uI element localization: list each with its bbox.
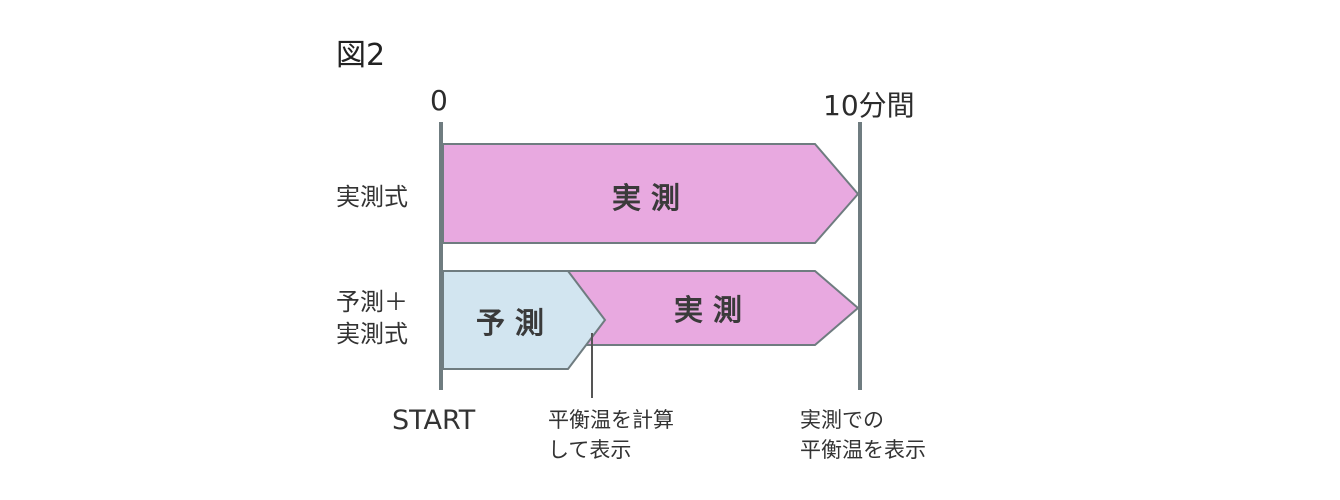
start-label: START — [392, 405, 476, 436]
row2-prediction-label: 予 測 — [476, 306, 544, 340]
equilibrium-calc-note: 平衡温を計算 して表示 — [548, 405, 674, 465]
measured-equilibrium-note: 実測での 平衡温を表示 — [800, 405, 926, 465]
equilibrium-calc-note-line2: して表示 — [548, 438, 632, 462]
row2-label-line2: 実測式 — [336, 320, 408, 348]
equilibrium-calc-note-line1: 平衡温を計算 — [548, 408, 674, 432]
row2-measurement-label: 実 測 — [674, 293, 742, 327]
axis-end-tick: 10分間 — [823, 89, 915, 122]
row2-label: 予測＋ 実測式 — [336, 286, 408, 350]
axis-start-tick: 0 — [430, 84, 448, 117]
measured-equilibrium-note-line2: 平衡温を表示 — [800, 438, 926, 462]
row2-label-line1: 予測＋ — [336, 288, 408, 316]
row1-segment-label: 実 測 — [612, 181, 680, 215]
figure-label: 図2 — [336, 38, 386, 73]
row1-label: 実測式 — [336, 183, 408, 211]
measured-equilibrium-note-line1: 実測での — [800, 408, 884, 432]
